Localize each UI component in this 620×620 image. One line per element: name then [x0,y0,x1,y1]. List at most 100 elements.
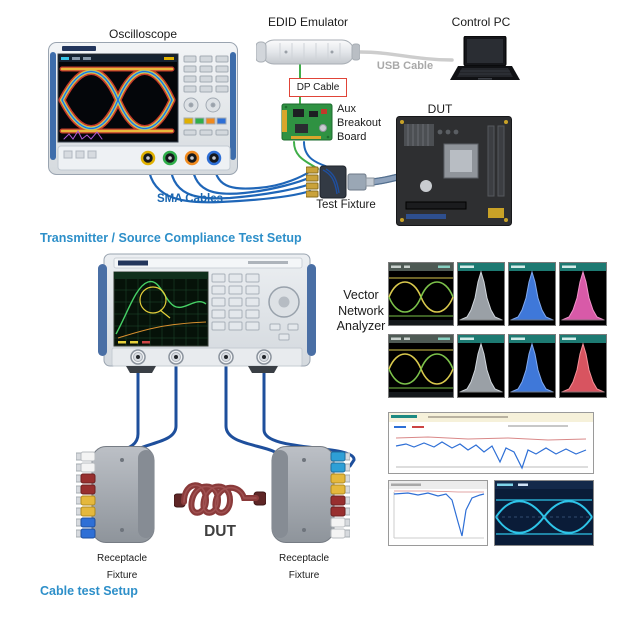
sma-cable-3 [190,158,313,195]
fixture-right-side-band [272,450,288,538]
dut-bottom-label: DUT [204,523,236,540]
receptacle-fixture-left [75,446,168,550]
spectrum-screenshot-pink [559,262,607,326]
scope-connector-panel [57,145,231,171]
receptacle-left-label: Receptacle Fixture [76,552,168,583]
transmitter-section-title: Transmitter / Source Compliance Test Set… [40,231,302,245]
vna-foot-right [248,366,278,373]
eye-diagram-screenshot-1 [388,262,454,326]
oscilloscope-device [48,42,238,175]
receptacle-right-line2: Fixture [288,570,320,581]
spectrum-screenshot-gray-1 [457,262,505,326]
motherboard-cpu-socket [443,143,479,179]
dut-cable-graphic [173,482,267,516]
vna-brand-logo [118,260,148,266]
eye-diagram-screenshot-cyan [494,480,594,546]
fixture-wires [322,168,340,195]
vna-screen [113,271,209,347]
scope-right-trim [230,52,236,160]
aux-label-line1: Aux [337,103,356,115]
test-fixture-graphic [305,165,375,199]
edid-emulator-label: EDID Emulator [267,15,349,29]
scope-eye-diagram [58,66,176,140]
sma-cable-2 [168,158,312,200]
dut-cable-coil [181,482,259,516]
spectrum-screenshot-red [559,334,607,398]
measurement-screenshot-grid [388,262,612,402]
eye-diagram-screenshot-2 [388,334,454,398]
vna-label-line1: Vector [343,288,379,302]
edid-emulator-device [255,33,361,71]
dut-motherboard-device [396,116,512,226]
scope-screen [57,53,179,143]
motherboard-gold-pad [488,208,504,218]
fixture-sma-connectors [305,166,319,198]
fixture-left-side-band [138,450,154,538]
usb-cable-line [358,50,454,62]
test-fixture-label: Test Fixture [316,199,376,211]
vna-label-line2: Network [338,303,384,318]
aux-breakout-label: Aux Breakout Board [337,102,397,144]
dut-cable-highlight [183,484,257,514]
aux-pin-row [291,136,321,139]
sparameter-screenshot [388,480,488,546]
vna-trace-green [115,280,207,335]
vna-label: Vector Network Analyzer [326,288,396,335]
aux-board-graphic [281,103,333,141]
receptacle-right-label: Receptacle Fixture [258,552,350,583]
aux-breakout-board-device [281,102,333,142]
vna-device [98,252,316,374]
edid-ribs [279,43,341,61]
receptacle-left-line1: Receptacle [96,553,148,564]
aux-label-line2: Breakout [337,117,382,129]
vna-foot-left [126,366,156,373]
motherboard-header [406,214,446,219]
laptop-keyboard [457,68,513,77]
aux-label-line3: Board [337,131,367,143]
receptacle-right-line1: Receptacle [278,553,330,564]
cable-section-title: Cable test Setup [40,584,138,598]
test-fixture-device [305,164,386,200]
sma-cable-1 [146,158,312,204]
vna-graphic [98,253,316,373]
vna-button-grid [211,273,260,331]
scope-left-trim [50,52,56,160]
edid-left-plug [255,41,267,63]
control-pc-device [444,35,524,88]
fixture-dp-connector [347,173,367,191]
receptacle-right-graphic [271,446,351,543]
edid-right-plug [351,43,361,61]
receptacle-fixture-right [258,446,351,550]
motherboard-battery [420,180,432,192]
spectrum-screenshot-blue-2 [508,334,556,398]
edid-emulator-graphic [255,39,361,65]
oscilloscope-graphic [48,42,238,175]
oscilloscope-label: Oscilloscope [108,27,178,41]
vna-knob [268,286,300,341]
receptacle-left-line2: Fixture [106,570,138,581]
motherboard-ram-slots [487,125,505,197]
control-pc-label: Control PC [451,15,511,29]
receptacle-left-graphic [75,446,155,543]
vna-left-handle [98,264,107,356]
dut-cable-device [173,472,267,520]
motherboard-graphic [396,116,512,226]
sma-cables-label: SMA Cables [156,193,224,205]
sma-cable-4 [212,158,313,190]
fixture-dp-pin [365,177,375,187]
vna-label-line3: Analyzer [336,319,386,333]
aux-edge-connector [282,110,287,132]
dut-top-label: DUT [427,102,453,116]
fixture-body [319,165,347,199]
motherboard-pcie-slot [405,201,467,210]
vna-trace-orange [117,321,207,339]
fixture-right-connectors [330,451,351,539]
scope-channel-connectors [140,150,222,166]
scope-brand-logo [62,46,96,51]
laptop-graphic [450,35,520,80]
scope-control-panel [183,55,229,136]
spectrum-screenshot-blue-1 [508,262,556,326]
vna-annotation-circle [139,286,167,314]
vna-port-panel [111,347,303,373]
